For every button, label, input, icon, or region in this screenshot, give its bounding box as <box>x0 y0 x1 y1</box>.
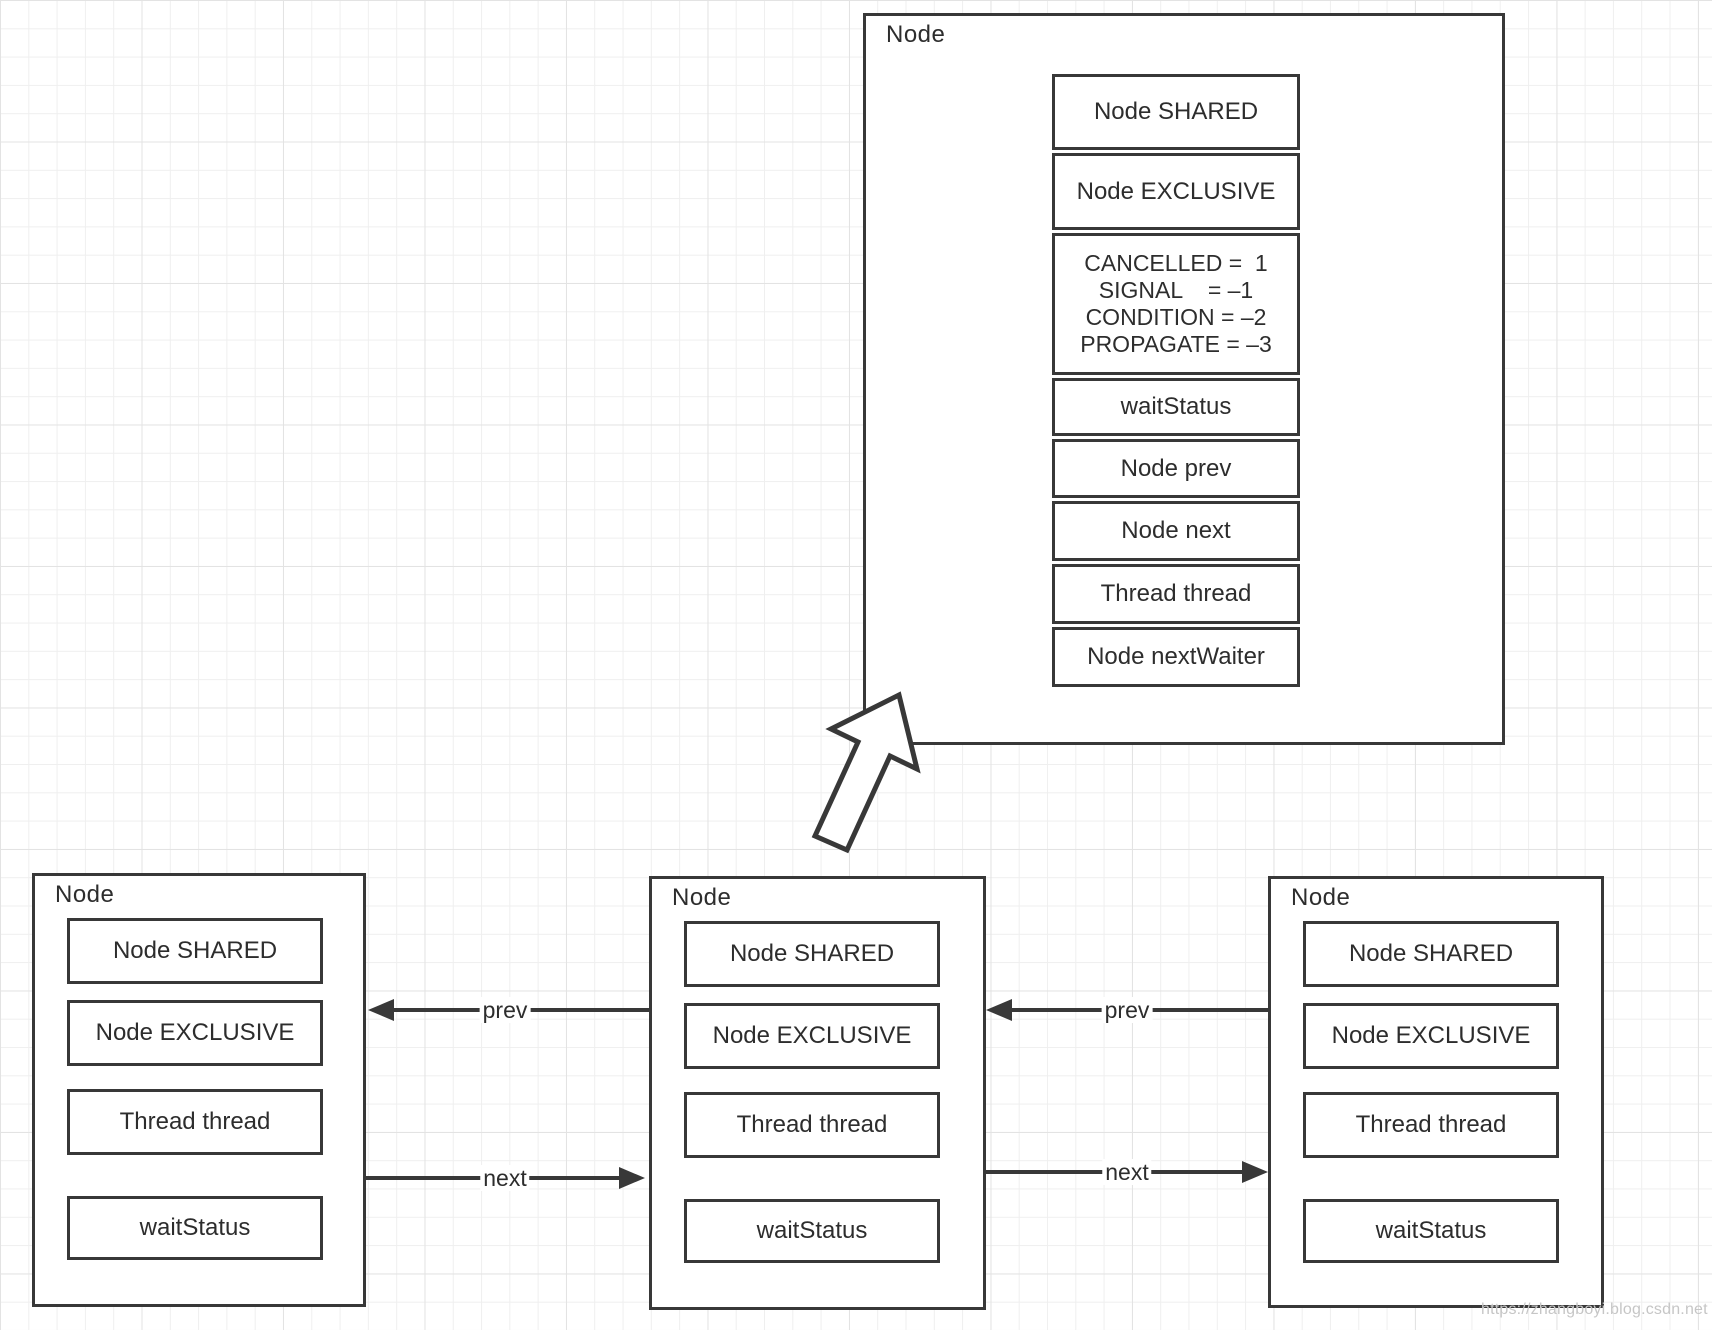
queue-node-3-field-exclusive: Node EXCLUSIVE <box>1303 1003 1559 1069</box>
detail-field-waitstatus: waitStatus <box>1052 378 1300 436</box>
detail-node-title: Node <box>886 21 946 48</box>
queue-node-3-title: Node <box>1291 884 1351 911</box>
next-edge-arrowhead-right <box>1242 1161 1268 1183</box>
queue-node-3-field-shared: Node SHARED <box>1303 921 1559 987</box>
queue-node-1: Node Node SHARED Node EXCLUSIVE Thread t… <box>32 873 366 1307</box>
prev-edge-label-right: prev <box>1101 997 1153 1023</box>
queue-node-2-field-waitstatus: waitStatus <box>684 1199 940 1263</box>
queue-node-2: Node Node SHARED Node EXCLUSIVE Thread t… <box>649 876 986 1310</box>
queue-node-1-field-waitstatus: waitStatus <box>67 1196 323 1260</box>
queue-node-1-field-shared: Node SHARED <box>67 918 323 984</box>
detail-field-nextwaiter: Node nextWaiter <box>1052 627 1300 687</box>
detail-field-prev: Node prev <box>1052 439 1300 498</box>
next-edge-label-left: next <box>480 1165 530 1191</box>
queue-node-2-title: Node <box>672 884 732 911</box>
detail-field-exclusive: Node EXCLUSIVE <box>1052 153 1300 230</box>
prev-edge-arrowhead-right <box>986 999 1012 1021</box>
queue-node-3: Node Node SHARED Node EXCLUSIVE Thread t… <box>1268 876 1604 1308</box>
detail-field-thread: Thread thread <box>1052 564 1300 624</box>
prev-edge-label-left: prev <box>479 997 531 1023</box>
next-edge-arrowhead-left <box>619 1167 645 1189</box>
constant-condition: CONDITION = –2 <box>1085 304 1267 330</box>
watermark-url: https://zhangboyi.blog.csdn.net <box>1481 1301 1708 1318</box>
queue-node-3-field-thread: Thread thread <box>1303 1092 1559 1158</box>
constant-signal: SIGNAL = –1 <box>1098 277 1254 303</box>
detail-field-next: Node next <box>1052 501 1300 561</box>
constant-cancelled: CANCELLED = 1 <box>1084 250 1268 276</box>
queue-node-3-field-waitstatus: waitStatus <box>1303 1199 1559 1263</box>
queue-node-2-field-exclusive: Node EXCLUSIVE <box>684 1003 940 1069</box>
queue-node-2-field-thread: Thread thread <box>684 1092 940 1158</box>
queue-node-1-title: Node <box>55 881 115 908</box>
detail-field-shared: Node SHARED <box>1052 74 1300 150</box>
detail-node-field-column: Node SHARED Node EXCLUSIVE CANCELLED = 1… <box>1052 74 1300 690</box>
detail-field-status-constants: CANCELLED = 1 SIGNAL = –1 CONDITION = –2… <box>1052 233 1300 375</box>
queue-node-1-field-exclusive: Node EXCLUSIVE <box>67 1000 323 1066</box>
prev-edge-arrowhead-left <box>368 999 394 1021</box>
queue-node-1-field-thread: Thread thread <box>67 1089 323 1155</box>
constant-propagate: PROPAGATE = –3 <box>1080 331 1272 357</box>
next-edge-label-right: next <box>1102 1159 1152 1185</box>
queue-node-2-field-shared: Node SHARED <box>684 921 940 987</box>
detail-node-box: Node Node SHARED Node EXCLUSIVE CANCELLE… <box>863 13 1505 745</box>
